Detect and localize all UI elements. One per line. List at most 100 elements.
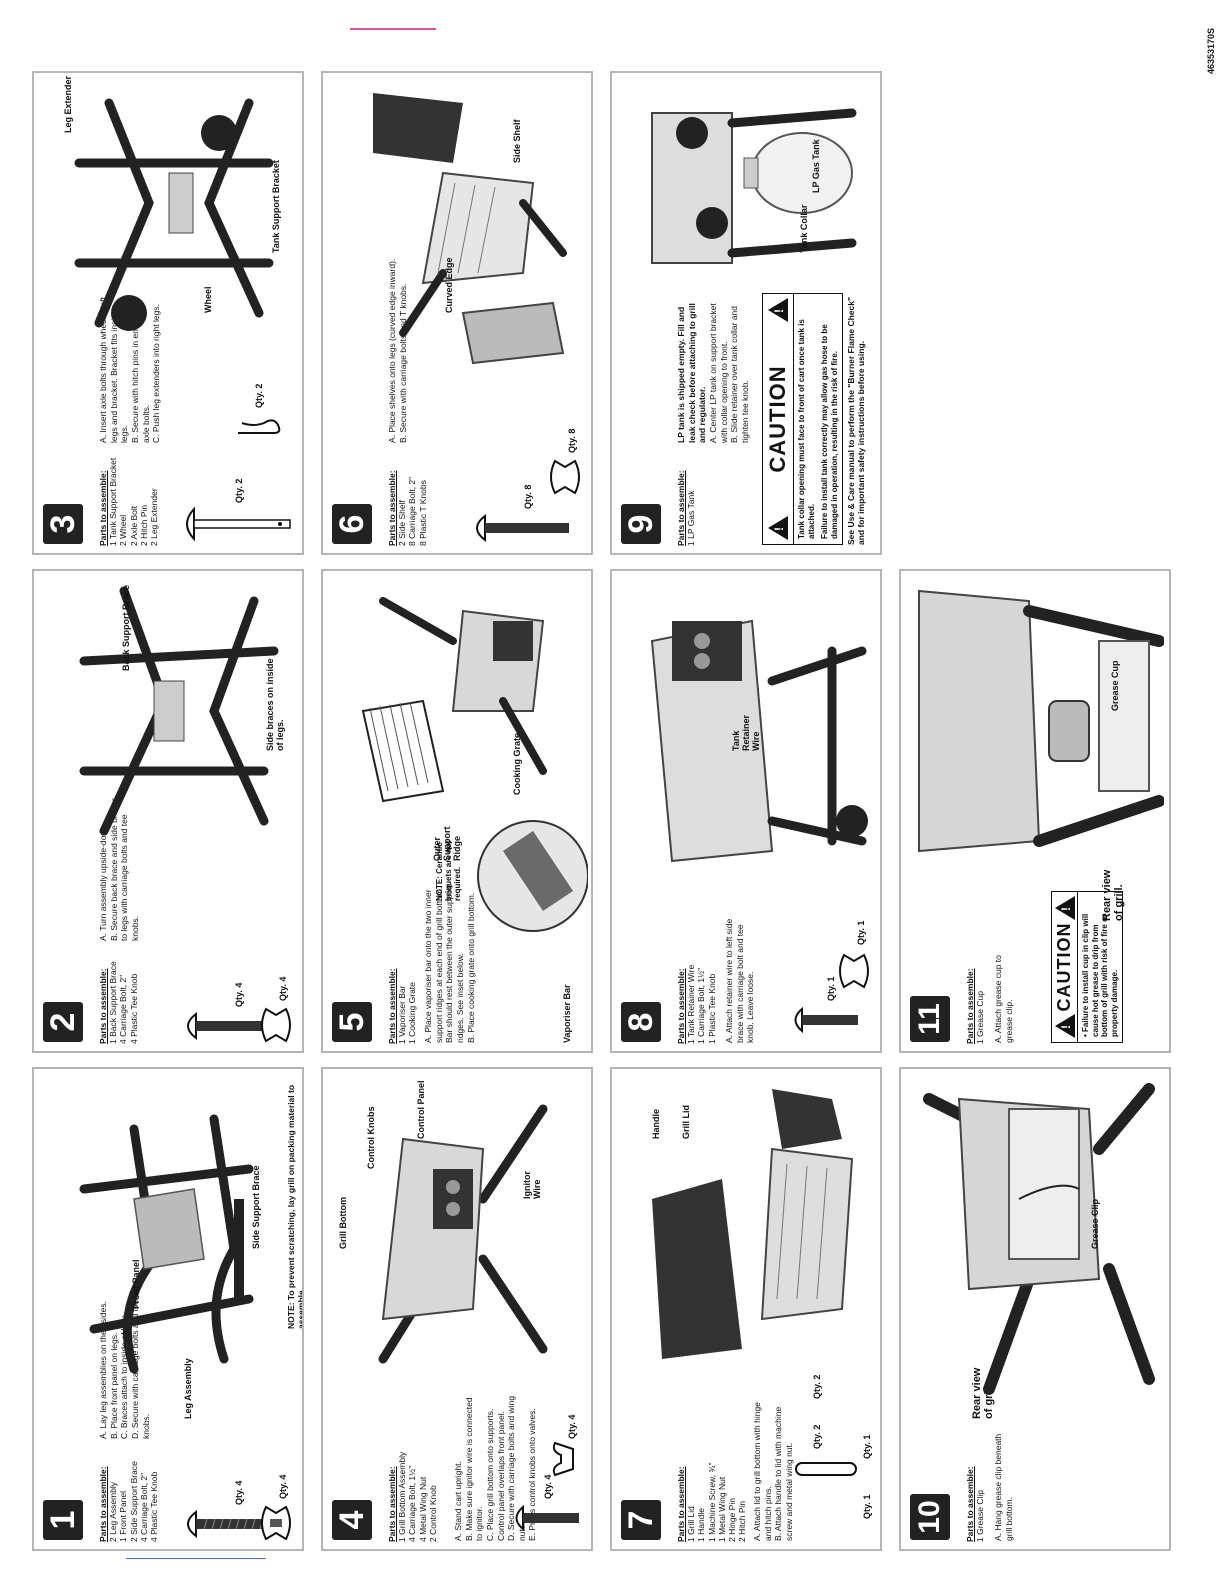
part-item: 2 Hinge Pin [726,1498,737,1542]
step-number: 3 [43,504,83,544]
part-item: 1 Grill Lid [686,1506,697,1542]
part-item: 4 Carriage Bolt, 1½" [407,1465,418,1542]
instruction-step: B. Slide retainer over tank collar and t… [729,305,750,443]
part-item: 2 Hitch Pin [737,1500,748,1542]
part-item: 1 LP Gas Tank [686,490,697,546]
parts-list: Parts to assemble: 1 Back Support Brace … [98,944,139,1044]
callout-leg-assembly: Leg Assembly [183,1358,193,1419]
part-item: 2 Leg Assembly [108,1481,119,1542]
instruction-step: A. Stand cart upright. [453,1461,463,1541]
qty-label: Qty. 4 [234,982,244,1007]
part-item: 2 Side Shelf [397,500,408,546]
caution-line: Tank collar opening must face to front o… [797,319,816,539]
callout-grease-clip: Grease Clip [1090,1198,1100,1249]
caution-header: CAUTION [1052,892,1078,1042]
assembly-note: NOTE: To prevent scratching, lay grill o… [286,1084,304,1329]
carriage-bolt-illustration [187,1011,280,1041]
qty-label: Qty. 8 [567,428,577,453]
parts-title: Parts to assemble: [387,470,397,546]
callout-side-shelf: Side Shelf [512,119,522,163]
parts-list: Parts to assemble: 1 Grease Clip [965,1442,985,1542]
caution-text: Tank collar opening must face to front o… [794,294,842,544]
carriage-bolt-illustration [515,1505,579,1531]
part-item: 1 Grease Clip [975,1490,986,1542]
part-item: 1 Tank Support Bracket [108,457,119,546]
part-item: 4 Carriage Bolt, 2" [138,1472,149,1542]
instruction-step: A. Attach lid to grill bottom with hinge… [752,1402,773,1541]
caution-line: Failure to install tank correctly may al… [820,324,839,539]
instructions: A. Attach lid to grill bottom with hinge… [752,1401,795,1541]
qty-label: Qty. 4 [567,1414,577,1439]
grill-lid-illustration [652,1089,854,1359]
carriage-bolt-illustration [476,513,569,543]
grill-bottom-illustration [378,1104,548,1364]
part-item: 1 Grease Cup [975,991,986,1044]
callout-tank-collar: Tank Collar [799,204,809,253]
part-item: 2 Side Support Brace [128,1461,139,1542]
part-item: 1 Grill Bottom Assembly [397,1451,408,1542]
part-item: 8 Plastic T Knobs [417,480,428,546]
step-number: 5 [332,1002,372,1042]
step-number: 1 [43,1500,83,1540]
tee-knob-illustration [261,1007,291,1043]
caution-title: CAUTION [1054,922,1074,1012]
step-10-panel: 10 Parts to assemble: 1 Grease Clip A. H… [899,1067,1171,1551]
side-shelves-illustration [373,93,567,365]
parts-list: Parts to assemble: 1 Tank Retainer Wire … [676,944,717,1044]
vaporiser-inset-illustration [477,820,588,932]
caution-box: CAUTION Tank collar opening must face to… [762,293,844,545]
callout-handle: Handle [651,1108,661,1139]
instructions: LP tank is shipped empty. Fill and leak … [676,293,750,443]
qty-label: Qty. 4 [234,1480,244,1505]
highlight-mark [350,28,436,30]
instruction-sheet: 1 Parts to assemble: 2 Leg Assembly 1 Fr… [32,37,1171,1551]
callout-leg-extender: Leg Extender [63,75,73,133]
callout-back-support-brace: Back Support Brace [121,584,131,671]
part-item: 2 Hitch Pin [138,504,149,546]
step-11-panel: 11 Parts to assemble: 1 Grease Cup A. At… [899,569,1171,1053]
step-number: 8 [621,1002,661,1042]
parts-list: Parts to assemble: 1 Grease Cup [965,944,985,1044]
parts-title: Parts to assemble: [965,1466,975,1542]
cart-side-view-illustration [650,619,868,863]
hinge-pin-illustration [795,1462,857,1476]
instructions: A. Hang grease clip beneath grill bottom… [993,1431,1014,1541]
qty-label: Qty. 1 [862,1434,872,1459]
tee-knob-illustration [261,1505,291,1541]
part-item: 1 Tank Retainer Wire [686,964,697,1044]
parts-title: Parts to assemble: [676,1466,686,1542]
step-number: 10 [910,1494,950,1540]
step-3-panel: 3 Parts to assemble: 1 Tank Support Brac… [32,71,304,555]
callout-tank-retainer-wire: Tank Retainer Wire [731,714,761,751]
step-6-panel: 6 Parts to assemble: 2 Side Shelf 8 Carr… [321,71,593,555]
callout-side-support-brace: Side Support Brace [251,1165,261,1249]
qty-label: Qty. 1 [862,1494,872,1519]
parts-title: Parts to assemble: [965,968,975,1044]
warning-icon [1054,1014,1075,1038]
part-item: 4 Plastic Tee Knob [128,973,139,1044]
step-number: 7 [621,1500,661,1540]
upside-down-frame-illustration [79,586,279,836]
carriage-bolt-illustration [794,1007,858,1033]
instructions: A. Attach retainer wire to left side bra… [724,903,756,1043]
qty-label: Qty. 4 [278,976,288,1001]
callout-grill-bottom: Grill Bottom [338,1197,348,1249]
parts-title: Parts to assemble: [387,968,397,1044]
instruction-step: A. Attach retainer wire to left side bra… [724,918,756,1043]
part-item: 1 Handle [696,1507,707,1542]
parts-list: Parts to assemble: 1 Vaporiser Bar 1 Coo… [387,944,418,1044]
hitch-pin-illustration [238,419,281,434]
part-item: 4 Carriage Bolt, 2" [118,974,129,1044]
cooking-grate-illustration [361,597,547,803]
parts-list: Parts to assemble: 1 Tank Support Bracke… [98,446,159,546]
parts-title: Parts to assemble: [676,470,686,546]
instruction-step: A. Hang grease clip beneath grill bottom… [993,1433,1014,1541]
callout-curved-edge: Curved Edge [444,257,454,313]
part-item: 1 Back Support Brace [108,961,119,1044]
instruction-step: B. Make sure ignitor wire is connected t… [463,1397,485,1541]
parts-list: Parts to assemble: 2 Side Shelf 8 Carria… [387,446,428,546]
parts-list: Parts to assemble: 1 LP Gas Tank [676,446,696,546]
grease-clip-rear-view-illustration [923,1083,1155,1395]
warning-icon [768,516,788,540]
callout-ignitor-wire: Ignitor Wire [522,1171,542,1199]
